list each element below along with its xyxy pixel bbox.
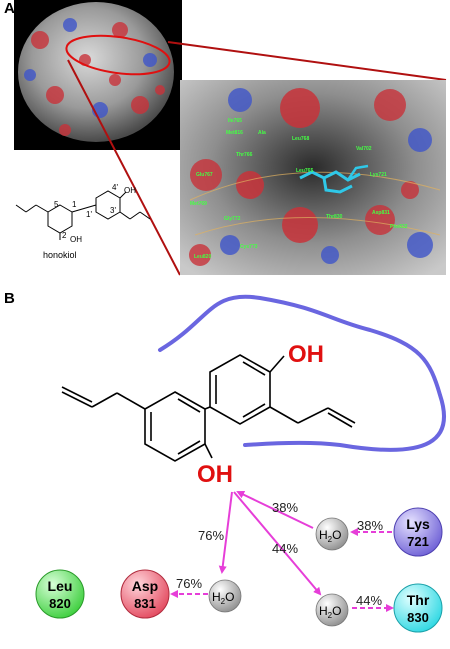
pocket-surface bbox=[189, 88, 433, 266]
pocket-residue-label: Val702 bbox=[356, 146, 372, 152]
pocket-residue-label: Gly772 bbox=[224, 216, 241, 222]
svg-text:721: 721 bbox=[407, 534, 429, 549]
svg-text:H2O: H2O bbox=[319, 604, 341, 620]
honokiol-structure-small bbox=[15, 190, 151, 240]
pocket-residue-label: Glu767 bbox=[196, 172, 213, 178]
pct-water-to-thr: 44% bbox=[356, 593, 382, 608]
panel-a-label: A bbox=[4, 0, 15, 17]
panel-b-label: B bbox=[4, 290, 15, 307]
oh-top-large: OH bbox=[288, 341, 324, 368]
pocket-residue-label: Met816 bbox=[226, 130, 243, 136]
svg-text:H2O: H2O bbox=[319, 528, 341, 544]
residue-leu: Leu 820 bbox=[35, 569, 85, 619]
interaction-arrows bbox=[170, 490, 394, 612]
svg-text:5: 5 bbox=[54, 200, 59, 209]
svg-text:1': 1' bbox=[86, 210, 92, 219]
residue-thr: Thr 830 bbox=[393, 583, 443, 633]
surface-texture bbox=[24, 18, 165, 136]
svg-text:Leu: Leu bbox=[48, 578, 73, 594]
protein-overview bbox=[14, 0, 182, 150]
pocket-residue-label: Asp831 bbox=[372, 210, 390, 216]
water-thr: H2O bbox=[315, 593, 349, 627]
svg-text:Lys: Lys bbox=[406, 516, 430, 532]
svg-text:1: 1 bbox=[72, 200, 77, 209]
svg-text:820: 820 bbox=[49, 596, 71, 611]
pocket-residue-label: Cys773 bbox=[240, 244, 258, 250]
svg-text:H2O: H2O bbox=[212, 590, 234, 606]
arrow-oh-to-water-thr bbox=[233, 491, 322, 596]
honokiol-structure-large bbox=[61, 354, 356, 462]
binding-pocket-outline bbox=[158, 294, 446, 452]
oh-bottom-large: OH bbox=[197, 461, 233, 488]
svg-text:4': 4' bbox=[112, 183, 118, 192]
svg-text:Thr: Thr bbox=[407, 592, 430, 608]
residue-spheres: Leu 820 Asp 831 Lys 721 Thr 830 bbox=[35, 507, 443, 633]
arrow-water-lys-to-oh bbox=[236, 490, 314, 529]
compound-name: honokiol bbox=[43, 250, 77, 260]
pct-oh-to-water-lys: 38% bbox=[272, 500, 298, 515]
binding-site-highlight bbox=[65, 34, 171, 76]
svg-text:Asp: Asp bbox=[132, 578, 158, 594]
pct-oh-to-water-thr: 44% bbox=[272, 541, 298, 556]
svg-text:OH: OH bbox=[70, 235, 82, 244]
pocket-residue-label: Leu820 bbox=[194, 254, 211, 260]
pocket-residue-label: Thr766 bbox=[236, 152, 253, 158]
svg-text:830: 830 bbox=[407, 610, 429, 625]
svg-text:831: 831 bbox=[134, 596, 156, 611]
water-asp: H2O bbox=[208, 579, 242, 613]
pct-oh-to-asp: 76% bbox=[198, 528, 224, 543]
pocket-residue-label: Met769 bbox=[190, 201, 207, 207]
pocket-residue-label: Leu765 bbox=[296, 168, 313, 174]
ligand-pose bbox=[299, 164, 369, 194]
percent-labels: 76% 76% 38% 38% 44% 44% bbox=[176, 500, 383, 608]
zoom-lines bbox=[67, 41, 447, 276]
svg-text:3': 3' bbox=[110, 206, 116, 215]
pocket-residue-label: Phe832 bbox=[390, 224, 408, 230]
svg-text:OH: OH bbox=[124, 186, 136, 195]
honokiol-labels: 5 1 1' 3' 4' OH 2 OH honokiol bbox=[43, 183, 136, 260]
water-lys: H2O bbox=[315, 517, 349, 551]
pocket-residue-label: Leu768 bbox=[292, 136, 309, 142]
svg-text:2: 2 bbox=[62, 231, 67, 240]
water-molecules: H2O H2O H2O bbox=[208, 517, 349, 627]
arrow-oh-to-asp-water bbox=[218, 491, 233, 574]
pct-water-to-asp: 76% bbox=[176, 576, 202, 591]
pocket-residue-label: Ala bbox=[258, 130, 266, 136]
pocket-residue-label: Thr830 bbox=[326, 214, 343, 220]
pct-lys-to-water: 38% bbox=[357, 518, 383, 533]
residue-asp: Asp 831 bbox=[120, 569, 170, 619]
pocket-residue-label: Ile765 bbox=[228, 118, 242, 124]
pocket-residue-label: Lys721 bbox=[370, 172, 387, 178]
residue-lys: Lys 721 bbox=[393, 507, 443, 557]
